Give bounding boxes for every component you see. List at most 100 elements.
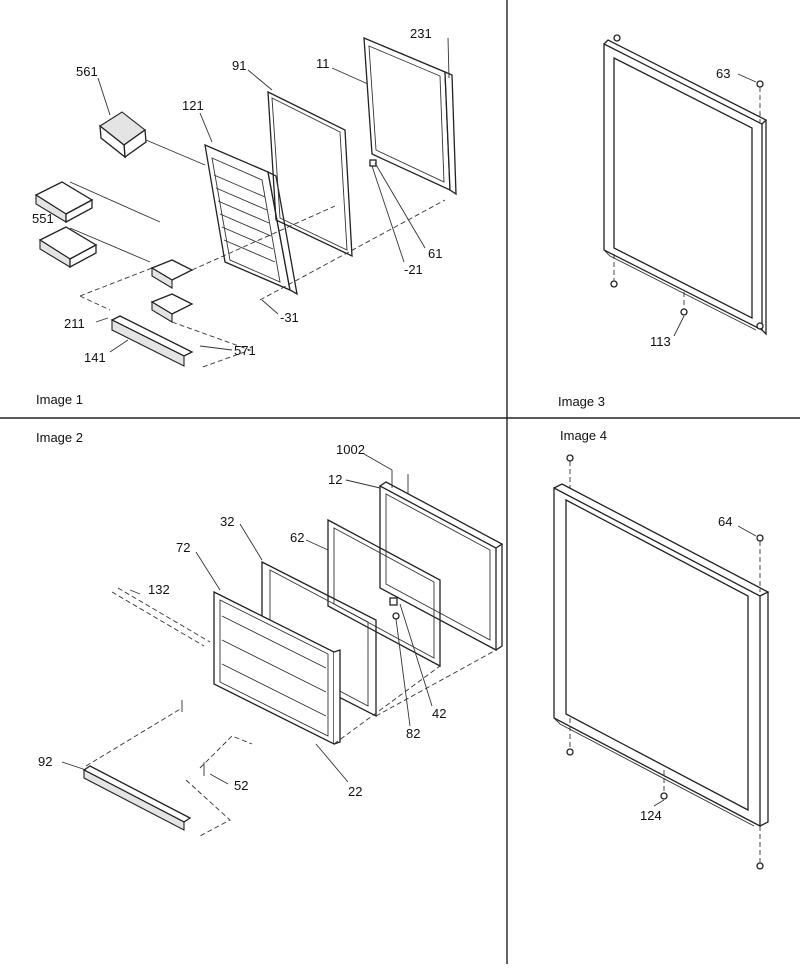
- leader-124: [653, 799, 665, 807]
- part-frame-124: [553, 483, 770, 828]
- caption-image-1: Image 1: [36, 392, 83, 407]
- callout-132: 132: [148, 582, 170, 597]
- part-551-shelf-upper: [34, 181, 94, 224]
- callout-121: 121: [182, 98, 204, 113]
- leader-561: [145, 139, 206, 166]
- caption-image-2: Image 2: [36, 430, 83, 445]
- part-561-cylinder: [99, 111, 147, 159]
- part-92-toe-bar: [82, 765, 192, 831]
- callout-52: 52: [234, 778, 248, 793]
- callout-141: 141: [84, 350, 106, 365]
- panel-image-3: Image 3 63 113: [558, 34, 768, 409]
- part-61-clip: [369, 159, 377, 167]
- assembly-line-e: [375, 649, 497, 717]
- caption-image-4: Image 4: [560, 428, 607, 443]
- screw-top-left: [613, 34, 621, 42]
- panel-image-1: Image 1: [32, 26, 457, 407]
- callout-64: 64: [718, 514, 732, 529]
- leader-1002: [363, 453, 393, 471]
- part-91-gasket-inner: [271, 97, 348, 251]
- callout-231: 231: [410, 26, 432, 41]
- assembly-line-c: [199, 735, 253, 769]
- assembly-line-4: [259, 199, 446, 301]
- leader-561-label: [97, 77, 111, 116]
- assembly-line-b: [185, 779, 231, 837]
- callout-31: -31: [280, 310, 299, 325]
- part-82-screw: [392, 612, 400, 620]
- callout-551: 551: [32, 211, 54, 226]
- leader-551b: [69, 227, 151, 263]
- leader-32: [239, 523, 263, 561]
- part-141-toe-bar: [110, 315, 194, 367]
- part-91-gasket-outer: [267, 90, 353, 258]
- leader-141: [109, 339, 129, 353]
- leader-551a: [69, 181, 161, 223]
- leader-121: [199, 112, 213, 143]
- callout-82: 82: [406, 726, 420, 741]
- part-12-outer-frame: [379, 481, 504, 652]
- screw-124: [660, 792, 668, 800]
- leader-132: [129, 589, 141, 595]
- part-132-bar: [111, 587, 211, 647]
- callout-571: 571: [234, 343, 256, 358]
- leader-12: [345, 479, 381, 489]
- callout-21: -21: [404, 262, 423, 277]
- screw-63: [756, 80, 764, 88]
- leader-72: [195, 551, 221, 591]
- callout-42: 42: [432, 706, 446, 721]
- callout-11: 11: [316, 56, 330, 71]
- assembly-line-2: [79, 295, 111, 311]
- callout-561: 561: [76, 64, 98, 79]
- callout-1002: 1002: [336, 442, 365, 457]
- panel-image-4: Image 4 64 124: [553, 428, 770, 870]
- screw-64: [756, 534, 764, 542]
- assembly-line-3: [191, 205, 336, 271]
- part-62-gasket-outer: [327, 518, 441, 668]
- part-frame-113: [603, 39, 768, 336]
- part-11-door-panel: [363, 36, 457, 196]
- callout-61: 61: [428, 246, 442, 261]
- callout-91: 91: [232, 58, 246, 73]
- leader-21: [371, 165, 405, 263]
- leader-11: [331, 67, 369, 85]
- caption-image-3: Image 3: [558, 394, 605, 409]
- callout-124: 124: [640, 808, 662, 823]
- leader-64: [737, 525, 757, 537]
- leader-63: [737, 73, 757, 83]
- assembly-line-1: [79, 267, 153, 297]
- part-bin-lower: [150, 293, 194, 323]
- callout-22: 22: [348, 784, 362, 799]
- callout-63: 63: [716, 66, 730, 81]
- part-bin-upper: [150, 259, 194, 289]
- leader-42: [399, 603, 433, 707]
- screw-113: [680, 308, 688, 316]
- callout-72: 72: [176, 540, 190, 555]
- callout-92: 92: [38, 754, 52, 769]
- part-42-clip: [389, 597, 398, 606]
- callout-62: 62: [290, 530, 304, 545]
- screw-bottom-left-4: [566, 748, 574, 756]
- screw-top-left-4: [566, 454, 574, 462]
- leader-571: [199, 345, 233, 351]
- leader-62: [305, 539, 329, 551]
- screw-bottom-right: [756, 322, 764, 330]
- screw-bottom-left: [610, 280, 618, 288]
- leader-82: [395, 618, 411, 727]
- leader-92: [61, 761, 87, 771]
- leader-231: [447, 37, 450, 79]
- part-62-gasket-inner: [333, 527, 435, 659]
- leader-31: [261, 299, 279, 315]
- panel-image-2: Image 2: [36, 430, 504, 837]
- callout-12: 12: [328, 472, 342, 487]
- callout-113: 113: [650, 334, 671, 349]
- assembly-line-5: [171, 321, 252, 369]
- callout-211: 211: [64, 316, 85, 331]
- leader-52: [209, 773, 229, 785]
- part-72-door-liner: [213, 590, 341, 746]
- leader-113: [673, 315, 685, 337]
- callout-32: 32: [220, 514, 234, 529]
- leader-211: [95, 317, 109, 323]
- leader-22: [315, 743, 349, 783]
